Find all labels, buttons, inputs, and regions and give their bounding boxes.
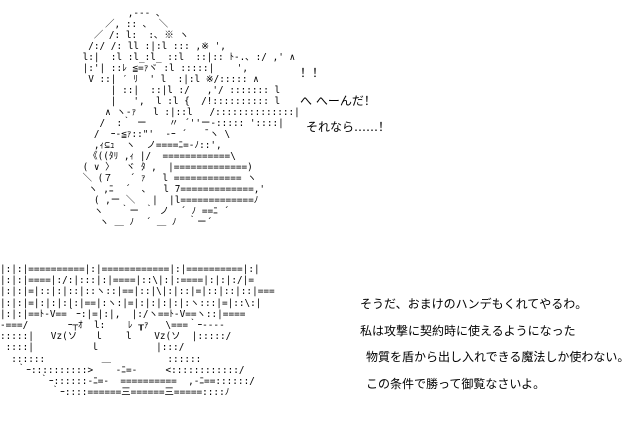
bottom-ascii-art-character: |:|:|==========|:|============|:|=======… <box>0 264 275 399</box>
dialogue-line: この条件で勝って御覧なさいよ。 <box>366 377 546 391</box>
dialogue-line: へ へーんだ！ <box>300 94 376 108</box>
dialogue-line: それなら……！ <box>306 120 391 134</box>
dialogue-line: そうだ、おまけのハンデもくれてやるわ。 <box>360 297 588 311</box>
dialogue-line: 物質を盾から出し入れできる魔法しか使わない。 <box>366 350 630 364</box>
top-ascii-art-character: ,-‐- ､ ／, :: ､ ＼ ／ /: l: :､ ※ ヽ /:/ /: l… <box>82 8 300 228</box>
dialogue-line: 私は攻撃に契約時に使えるようになった <box>360 324 576 338</box>
dialogue-line: ！！ <box>300 66 325 80</box>
